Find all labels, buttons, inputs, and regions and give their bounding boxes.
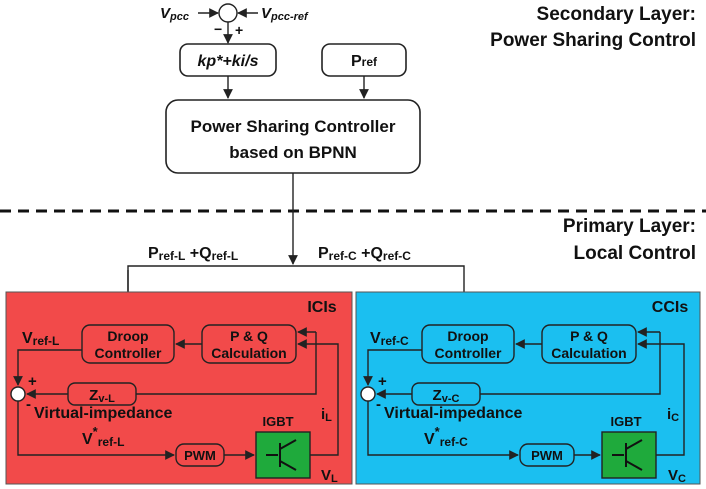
cci-vstar-label: V*ref-C	[424, 424, 468, 449]
ici-igbt-label: IGBT	[262, 414, 293, 429]
pref-label: Pref	[351, 53, 378, 70]
cci-voltage-label: VC	[668, 467, 686, 485]
ici-droop-line2: Controller	[95, 345, 162, 361]
ici-plus-sign: +	[28, 373, 37, 390]
ici-zv-label: Zv-L	[89, 387, 115, 405]
ici-voltage-label: VL	[321, 467, 338, 485]
cci-pq-line1: P & Q	[570, 328, 608, 344]
cci-droop-controller-box	[421, 324, 515, 364]
ici-pwm-label: PWM	[184, 448, 216, 463]
secondary-layer-title: Secondary Layer:	[537, 4, 696, 25]
cci-summing-junction	[360, 386, 376, 402]
ref-left-label: Pref-L +Qref-L	[148, 245, 238, 263]
cci-panel: CCIs Vref-C Droop Controller P & Q Calcu…	[355, 291, 701, 485]
primary-layer-subtitle: Local Control	[574, 243, 696, 264]
vpcc-label: Vpcc	[160, 5, 189, 23]
ici-pq-line2: Calculation	[211, 345, 286, 361]
cci-minus-sign: -	[376, 396, 381, 413]
primary-layer-title: Primary Layer:	[563, 216, 696, 237]
cci-pwm-label: PWM	[531, 448, 563, 463]
cci-virtual-impedance-label: Virtual-impedance	[384, 405, 523, 422]
cci-vref-label: Vref-C	[370, 330, 409, 348]
cci-panel-title: CCIs	[652, 299, 689, 316]
ici-virtual-impedance-label: Virtual-impedance	[34, 405, 173, 422]
ici-droop-line1: Droop	[107, 328, 148, 344]
secondary-layer-subtitle: Power Sharing Control	[490, 30, 696, 51]
ici-current-label: iL	[321, 406, 332, 424]
cci-zv-label: Zv-C	[433, 387, 460, 405]
ici-panel-title: ICIs	[307, 299, 336, 316]
plus-sign: +	[235, 22, 243, 38]
vpcc-ref-label: Vpcc-ref	[261, 5, 309, 23]
ici-igbt-box	[255, 431, 311, 479]
pi-controller-label: kp*+ki/s	[198, 53, 259, 70]
ici-summing-junction	[10, 386, 26, 402]
cci-transistor-icon	[612, 439, 643, 471]
cci-plus-sign: +	[378, 373, 387, 390]
power-sharing-controller-box	[165, 99, 421, 174]
ici-vstar-label: V*ref-L	[82, 424, 124, 449]
minus-sign: −	[214, 21, 222, 37]
ici-droop-controller-box	[81, 324, 175, 364]
cci-current-label: iC	[667, 406, 679, 424]
power-sharing-controller-line2: based on BPNN	[229, 143, 357, 162]
cci-igbt-box	[601, 431, 657, 479]
cci-droop-line1: Droop	[447, 328, 488, 344]
power-sharing-controller-line1: Power Sharing Controller	[191, 117, 396, 136]
ref-right-label: Pref-C +Qref-C	[318, 245, 411, 263]
ici-vref-label: Vref-L	[22, 330, 59, 348]
cci-pq-line2: Calculation	[551, 345, 626, 361]
ici-panel: ICIs Vref-L Droop Controller P & Q Calcu…	[5, 291, 353, 485]
ici-transistor-icon	[266, 439, 297, 471]
cci-droop-line2: Controller	[435, 345, 502, 361]
summing-junction-top	[218, 3, 238, 23]
ici-minus-sign: -	[26, 396, 31, 413]
ici-pq-line1: P & Q	[230, 328, 268, 344]
cci-igbt-label: IGBT	[610, 414, 641, 429]
